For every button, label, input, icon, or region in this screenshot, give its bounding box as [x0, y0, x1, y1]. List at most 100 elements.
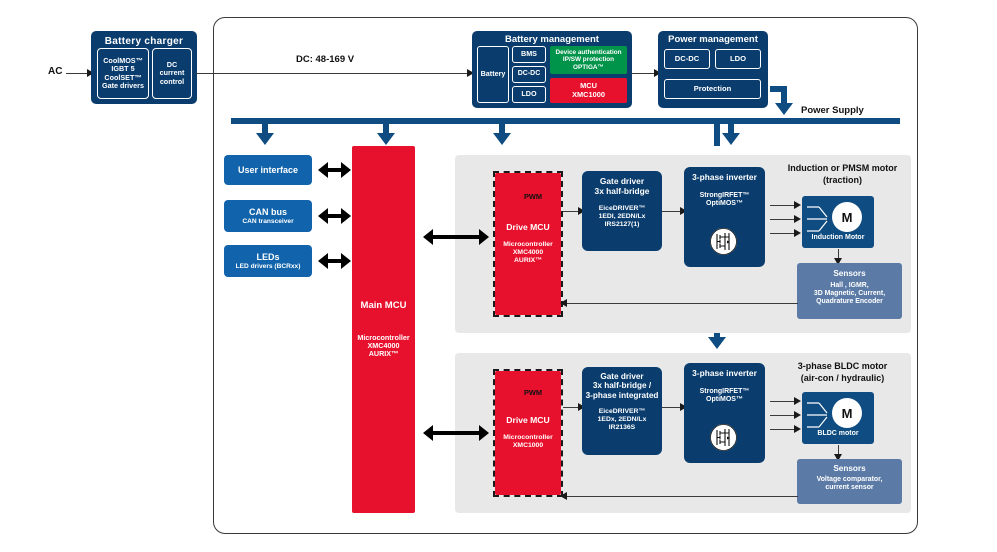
leds-title: LEDs: [256, 251, 280, 262]
traction-gd-to-inv-arrowhead: [680, 207, 687, 215]
traction-feedback-arrowhead: [560, 299, 567, 307]
aux-motor-block[interactable]: M BLDC motor: [802, 392, 874, 444]
traction-motor-symbol: M: [832, 202, 862, 232]
traction-inverter-sub-1: OptiMOS™: [706, 199, 743, 207]
leds-sub: LED drivers (BCRxx): [235, 262, 301, 270]
traction-motor-to-sensors-arrowhead: [834, 258, 842, 265]
bus-drop-5-stem: [728, 124, 734, 134]
aux-pwm-line: [563, 407, 579, 409]
power-management-block[interactable]: Power management: [658, 31, 768, 108]
leds-block[interactable]: LEDs LED drivers (BCRxx): [224, 245, 312, 277]
traction-motor-to-sensors-line: [838, 249, 840, 260]
pm-dcdc-block[interactable]: DC-DC: [664, 49, 710, 69]
aux-motor-heading-0: 3-phase BLDC motor: [797, 361, 888, 371]
traction-gd-sub-0: EiceDRIVER™: [598, 205, 646, 213]
system-boundary-frame: [213, 17, 918, 534]
traction-sensors-block[interactable]: Sensors Hall , IGMR, 3D Magnetic, Curren…: [797, 263, 902, 319]
traction-pwm-arrowhead: [578, 207, 585, 215]
traction-motor-label: Induction Motor: [811, 234, 865, 241]
aux-motor-to-sensors-arrowhead: [834, 454, 842, 461]
bus-drop-2-stem: [383, 124, 389, 134]
aux-motor-to-sensors-line: [838, 445, 840, 456]
user-interface-block[interactable]: User interface: [224, 155, 312, 185]
bus-drop-2-arrow: [377, 133, 395, 145]
aux-motor-label: BLDC motor: [817, 430, 859, 437]
traction-sensors-line-0: Hall , IGMR,: [830, 282, 869, 290]
battery-charger-block[interactable]: Battery charger: [91, 31, 197, 104]
traction-drive-mcu-block[interactable]: Drive MCU Microcontroller XMC4000 AURIX™: [495, 173, 561, 315]
bus-drop-3-arrow: [493, 133, 511, 145]
can-bus-title: CAN bus: [249, 206, 287, 217]
optiga-line-0: Device authentication: [555, 48, 622, 56]
battery-label: Battery: [480, 69, 506, 79]
traction-motor-block[interactable]: M Induction Motor: [802, 196, 874, 248]
can-bus-sub: CAN transceiver: [242, 217, 294, 225]
aux-drive-mcu-line-0: Microcontroller: [503, 434, 553, 442]
main-mcu-block[interactable]: Main MCU Microcontroller XMC4000 AURIX™: [352, 146, 415, 513]
aux-gd-title-1: 3x half-bridge /: [592, 381, 652, 391]
battery-ldo-label: LDO: [521, 89, 537, 99]
pm-dcdc-label: DC-DC: [674, 53, 700, 63]
optiga-security-block[interactable]: Device authentication IP/SW protection O…: [550, 46, 627, 74]
aux-drive-mcu-boundary: [493, 369, 563, 497]
traction-drive-mcu-line-0: Microcontroller: [503, 241, 553, 249]
can-bus-block[interactable]: CAN bus CAN transceiver: [224, 200, 312, 232]
dc-current-line-0: DC: [166, 60, 178, 70]
aux-phase-v-line: [770, 415, 795, 417]
bm-to-pm-arrowhead: [654, 69, 661, 77]
traction-pwm-line: [563, 211, 579, 213]
traction-inverter-sub-0: StrongIRFET™: [699, 191, 750, 199]
aux-gd-sub-0: EiceDRIVER™: [598, 408, 646, 416]
pm-ldo-block[interactable]: LDO: [715, 49, 761, 69]
battery-mcu-line-1: XMC1000: [572, 89, 605, 99]
aux-sensors-block[interactable]: Sensors Voltage comparator, current sens…: [797, 459, 902, 504]
dc-current-control-block[interactable]: DC current control: [152, 48, 192, 99]
traction-phase-v-line: [770, 219, 795, 221]
battery-cell-block[interactable]: Battery: [477, 46, 509, 103]
pm-protection-block[interactable]: Protection: [664, 79, 761, 99]
bm-to-pm-line: [632, 73, 655, 75]
traction-drive-mcu-line-1: XMC4000: [512, 249, 544, 257]
aux-drive-mcu-title: Drive MCU: [506, 415, 550, 426]
bus-drop-1-arrow: [256, 133, 274, 145]
traction-phase-w-line: [770, 233, 795, 235]
traction-gate-driver-block[interactable]: Gate driver 3x half-bridge EiceDRIVER™ 1…: [582, 171, 662, 251]
traction-phase-v-arrowhead: [794, 215, 801, 223]
traction-sensors-line-1: 3D Magnetic, Current,: [813, 290, 886, 298]
traction-gd-title-0: Gate driver: [599, 176, 645, 186]
battery-management-title: Battery management: [505, 34, 599, 45]
traction-drive-mcu-title: Drive MCU: [506, 222, 550, 233]
aux-inverter-sub-1: OptiMOS™: [706, 395, 743, 403]
bms-block[interactable]: BMS: [512, 46, 546, 63]
traction-phase-w-arrowhead: [794, 229, 801, 237]
user-interface-title: User interface: [237, 164, 299, 175]
battery-ldo-block[interactable]: LDO: [512, 86, 546, 103]
aux-pwm-arrowhead: [578, 403, 585, 411]
ui-to-mcu-arrow: [318, 162, 351, 178]
aux-phase-w-arrowhead: [794, 425, 801, 433]
aux-mosfet-icon: [710, 424, 737, 451]
charger-power-stage-block[interactable]: CoolMOS™ IGBT 5 CoolSET™ Gate drivers: [97, 48, 149, 99]
dc-current-line-1: current: [159, 68, 185, 78]
aux-gate-driver-block[interactable]: Gate driver 3x half-bridge / 3-phase int…: [582, 367, 662, 455]
traction-gd-to-inv-line: [662, 211, 681, 213]
battery-dcdc-label: DC-DC: [517, 70, 541, 78]
aux-phase-w-line: [770, 429, 795, 431]
aux-inverter-title: 3-phase inverter: [692, 368, 757, 378]
ac-input-label: AC: [48, 66, 63, 77]
battery-dcdc-block[interactable]: DC-DC: [512, 66, 546, 83]
battery-charger-title: Battery charger: [104, 36, 184, 47]
battery-mcu-block[interactable]: MCU XMC1000: [550, 78, 627, 103]
aux-feedback-arrowhead: [560, 492, 567, 500]
charger-line-0: CoolMOS™: [103, 55, 143, 65]
bus-drop-3-stem: [499, 124, 505, 134]
aux-motor-heading-1: (air-con / hydraulic): [800, 373, 885, 383]
aux-drive-mcu-block[interactable]: Drive MCU Microcontroller XMC1000: [495, 371, 561, 495]
aux-inverter-sub-0: StrongIRFET™: [699, 387, 750, 395]
aux-gd-title-0: Gate driver: [600, 372, 644, 381]
aux-motor-symbol: M: [832, 398, 862, 428]
dc-link-line: [196, 73, 468, 75]
ps-elbow-arrowhead: [775, 103, 793, 115]
pm-protection-label: Protection: [693, 83, 732, 93]
